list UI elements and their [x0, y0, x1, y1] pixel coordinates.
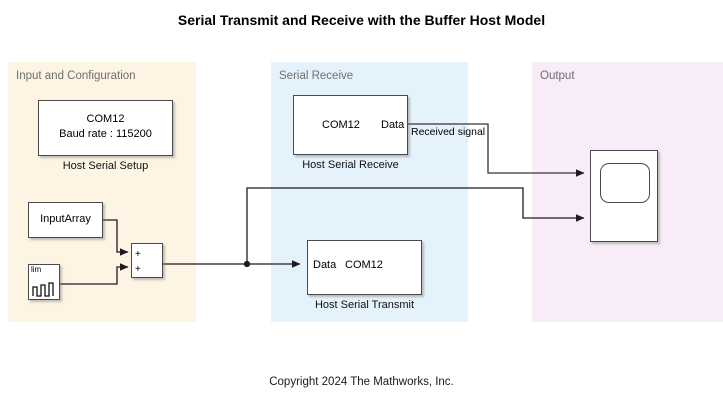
wire-inputarray-to-sum — [103, 219, 129, 256]
host-serial-transmit-port-left: Data — [313, 259, 337, 271]
host-serial-setup-block[interactable] — [38, 100, 173, 156]
host-serial-transmit-block[interactable] — [307, 240, 422, 295]
scope-block[interactable] — [590, 150, 658, 242]
wire-received-signal-to-scope-input1 — [408, 123, 585, 177]
host-serial-receive-block[interactable] — [293, 95, 408, 155]
wire-branch-point — [243, 260, 251, 268]
page-title: Serial Transmit and Receive with the Buf… — [177, 12, 546, 28]
input-array-block[interactable] — [28, 202, 103, 238]
copyright-text: Copyright 2024 The Mathworks, Inc. — [269, 376, 454, 388]
host-serial-setup-com: COM12 — [86, 113, 125, 125]
host-serial-setup-caption: Host Serial Setup — [62, 160, 149, 172]
scope-screen — [600, 163, 650, 203]
signal-generator-label: lim — [31, 265, 42, 274]
signal-generator-block[interactable]: lim — [28, 264, 60, 300]
waveform-icon — [32, 282, 54, 297]
panel-label-output: Output — [540, 70, 575, 82]
input-array-label: InputArray — [40, 213, 91, 225]
wire-branch-to-scope-input2 — [246, 187, 585, 264]
host-serial-receive-caption: Host Serial Receive — [302, 159, 399, 171]
host-serial-setup-baud: Baud rate : 115200 — [59, 128, 152, 140]
sum-block[interactable]: + + — [131, 243, 163, 278]
received-signal-label: Received signal — [411, 126, 486, 138]
panel-label-input-configuration: Input and Configuration — [16, 70, 136, 82]
wire-siggen-to-sum — [60, 263, 129, 285]
sum-sign-2: + — [135, 264, 141, 275]
panel-label-serial-receive: Serial Receive — [279, 70, 354, 82]
host-serial-receive-port-right: Data — [381, 119, 405, 131]
sum-sign-1: + — [135, 249, 141, 260]
host-serial-transmit-port-right: COM12 — [345, 259, 383, 271]
host-serial-transmit-caption: Host Serial Transmit — [314, 299, 415, 311]
host-serial-receive-port-left: COM12 — [322, 119, 360, 131]
